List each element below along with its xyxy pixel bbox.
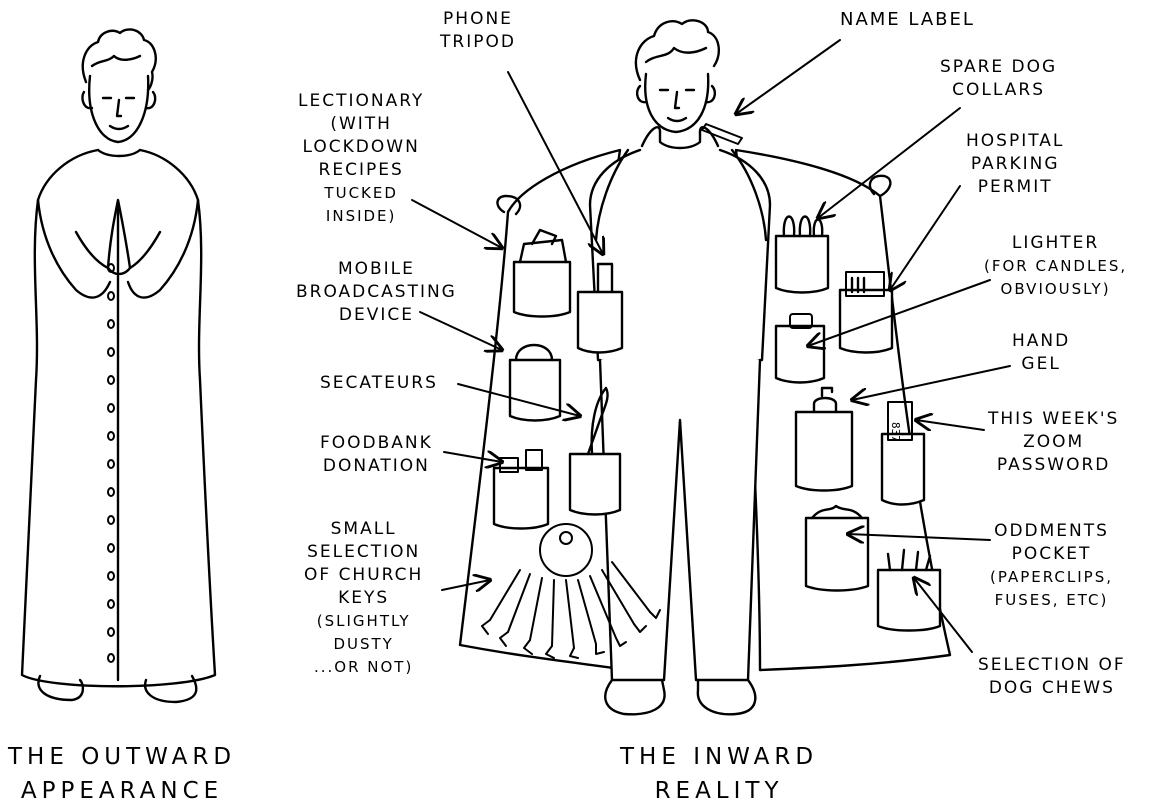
parking-permit-pocket — [838, 271, 894, 354]
broadcasting-device-pocket — [508, 343, 562, 422]
label-secateurs: SECATEURS — [320, 373, 438, 393]
zoom-password-pocket — [880, 401, 926, 506]
phone-tripod-pocket — [576, 262, 624, 354]
cassock-buttons — [107, 263, 115, 663]
hand-gel-pocket — [794, 386, 854, 492]
lectionary-pocket — [512, 228, 572, 318]
secateurs-pocket — [568, 386, 622, 516]
name-label-tag — [701, 123, 743, 145]
priest-opening-cassock-figure — [458, 19, 952, 716]
label-name-label: NAME LABEL — [840, 9, 975, 30]
oddments-pocket — [804, 504, 870, 592]
priest-in-cassock-figure — [20, 28, 217, 704]
annotation-arrows — [411, 39, 1011, 653]
password-tag-number: 837 — [889, 422, 902, 442]
dog-collars-pocket — [774, 215, 830, 294]
label-lighter: LIGHTER(FOR CANDLES,OBVIOUSLY) — [984, 233, 1128, 298]
church-keys-bunch — [481, 523, 661, 659]
